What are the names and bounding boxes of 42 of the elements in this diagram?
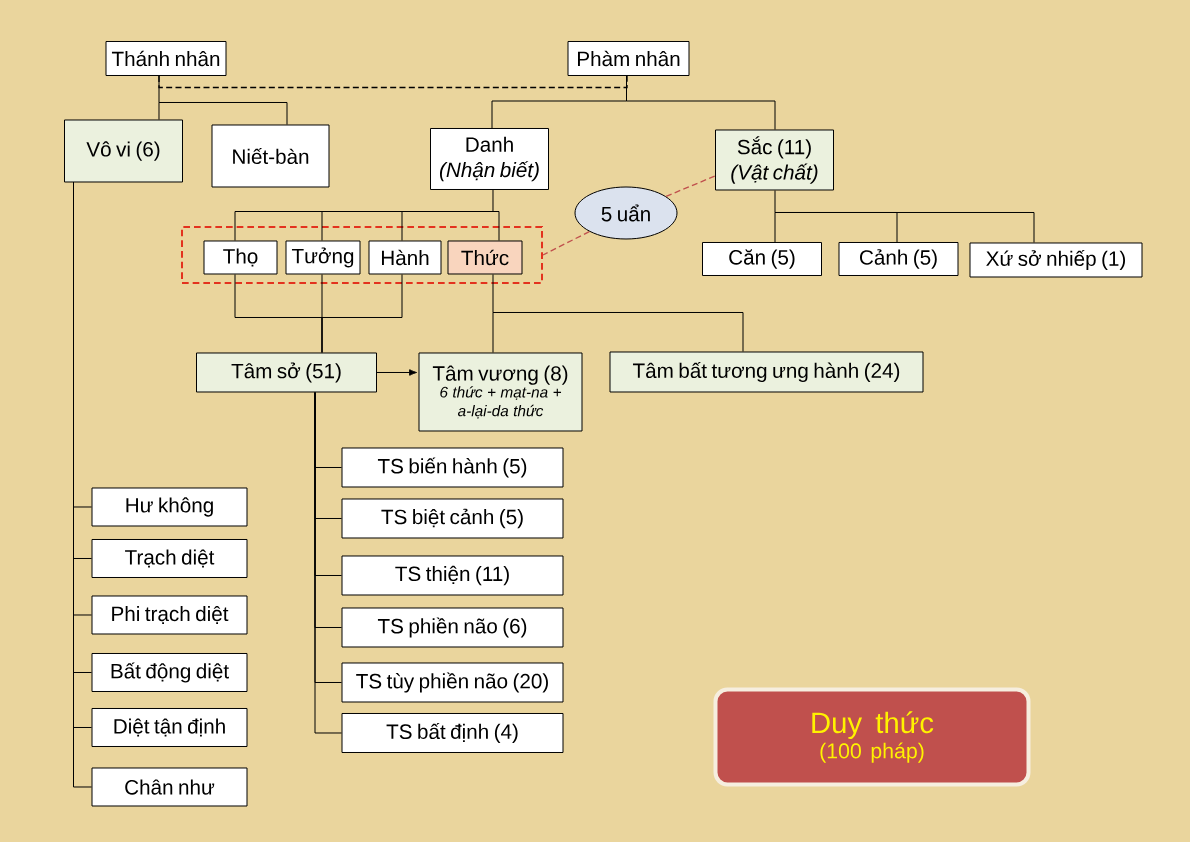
term-box: Danh (Nhận biết) [430, 128, 549, 190]
term-box: Hư không [91, 487, 248, 527]
connector-line [491, 75, 776, 130]
term-box: TS tùy phiền não (20) [341, 662, 564, 703]
term-box: Bất động diệt [91, 653, 248, 692]
term-oval: 5 uẩn [574, 186, 678, 240]
term-box: Sắc (11) (Vật chất) [715, 129, 834, 191]
term-box: Diệt tận định [91, 708, 248, 747]
term-box: TS thiện (11) [341, 555, 564, 596]
term-box: Thức [447, 240, 523, 275]
dashed-line [158, 75, 628, 89]
connector-line [234, 189, 500, 241]
term-box: Niết-bàn [211, 124, 330, 188]
term-box: Trạch diệt [91, 539, 248, 578]
dashed-line [665, 175, 716, 197]
arrow [376, 369, 418, 376]
term-box: Xứ sở nhiếp (1) [969, 242, 1143, 278]
dashed-line [542, 230, 590, 256]
term-box: Tưởng [285, 240, 361, 275]
term-box: TS phiền não (6) [341, 607, 564, 648]
connector-line [492, 274, 744, 353]
term-box: TS bất định (4) [341, 713, 564, 753]
connector-line [314, 392, 342, 734]
title-banner: Duy thức (100 pháp) [713, 687, 1031, 787]
term-box: Căn (5) [702, 242, 822, 276]
term-box: Tâm vương (8) 6 thức + mạt-na + a-lại-da thức [418, 352, 583, 432]
connector-line [73, 182, 92, 788]
term-box: Tâm sở (51) [196, 352, 377, 393]
term-box: TS biến hành (5) [341, 447, 564, 488]
term-box: Vô vi (6) [64, 119, 183, 183]
connector-line [321, 274, 403, 353]
term-box: Hành [368, 240, 442, 275]
term-box: Thọ [203, 240, 278, 275]
term-box: Tâm bất tương ưng hành (24) [609, 351, 924, 393]
term-box: Thánh nhân [105, 41, 227, 76]
term-box: TS biệt cảnh (5) [341, 498, 564, 539]
term-box: Cảnh (5) [838, 242, 959, 276]
term-box: Phi trạch diệt [91, 595, 248, 635]
connector-line [774, 190, 1035, 243]
term-box: Chân như [91, 767, 248, 807]
term-box: Phàm nhân [567, 41, 690, 76]
dashed-frame [181, 226, 543, 284]
